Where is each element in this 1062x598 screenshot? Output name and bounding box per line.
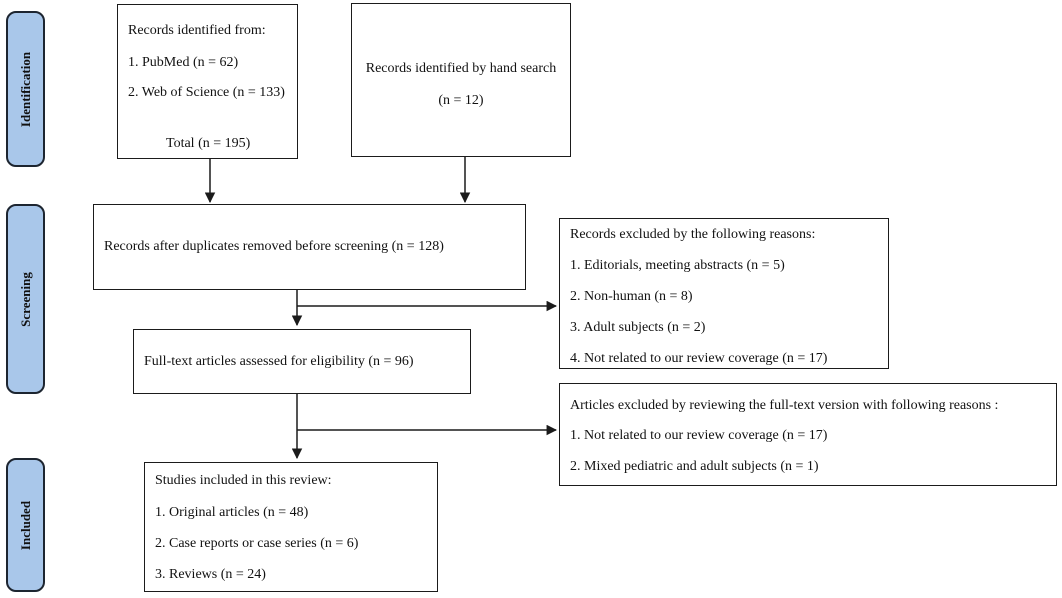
screening-exclusions-title: Records excluded by the following reason… — [570, 227, 816, 242]
included-studies-box: Studies included in this review: 1. Orig… — [144, 462, 438, 592]
full-text-exclusion-mixed-subjects: 2. Mixed pediatric and adult subjects (n… — [570, 459, 819, 474]
phase-included: Included — [6, 458, 45, 592]
screening-exclusion-editorials: 1. Editorials, meeting abstracts (n = 5) — [570, 258, 785, 273]
full-text-exclusions-title: Articles excluded by reviewing the full-… — [570, 398, 999, 413]
screening-exclusion-adult-subjects: 3. Adult subjects (n = 2) — [570, 320, 706, 335]
included-reviews: 3. Reviews (n = 24) — [155, 567, 266, 582]
hand-search-records-title: Records identified by hand search — [365, 61, 557, 76]
hand-search-records-count: (n = 12) — [438, 93, 484, 108]
databases-records-title: Records identified from: — [128, 23, 266, 38]
phase-identification-label: Identification — [18, 51, 33, 127]
phase-included-label: Included — [18, 500, 34, 550]
screening-exclusions-box: Records excluded by the following reason… — [559, 218, 889, 369]
included-studies-title: Studies included in this review: — [155, 473, 332, 488]
after-duplicates-box: Records after duplicates removed before … — [93, 204, 526, 290]
phase-screening: Screening — [6, 204, 45, 394]
phase-screening-label: Screening — [18, 271, 33, 327]
after-duplicates-text: Records after duplicates removed before … — [104, 239, 444, 254]
databases-total-count: Total (n = 195) — [166, 136, 251, 151]
full-text-eligibility-box: Full-text articles assessed for eligibil… — [133, 329, 471, 394]
databases-web-of-science-count: 2. Web of Science (n = 133) — [128, 85, 285, 100]
full-text-exclusions-box: Articles excluded by reviewing the full-… — [559, 383, 1057, 486]
hand-search-records-box: Records identified by hand search (n = 1… — [351, 3, 571, 157]
included-case-reports: 2. Case reports or case series (n = 6) — [155, 536, 359, 551]
screening-exclusion-non-human: 2. Non-human (n = 8) — [570, 289, 693, 304]
phase-identification: Identification — [6, 11, 45, 167]
included-original-articles: 1. Original articles (n = 48) — [155, 505, 309, 520]
databases-pubmed-count: 1. PubMed (n = 62) — [128, 55, 239, 70]
databases-records-box: Records identified from: 1. PubMed (n = … — [117, 4, 298, 159]
screening-exclusion-not-related: 4. Not related to our review coverage (n… — [570, 351, 828, 366]
full-text-eligibility-text: Full-text articles assessed for eligibil… — [144, 354, 414, 369]
full-text-exclusion-not-related: 1. Not related to our review coverage (n… — [570, 428, 828, 443]
